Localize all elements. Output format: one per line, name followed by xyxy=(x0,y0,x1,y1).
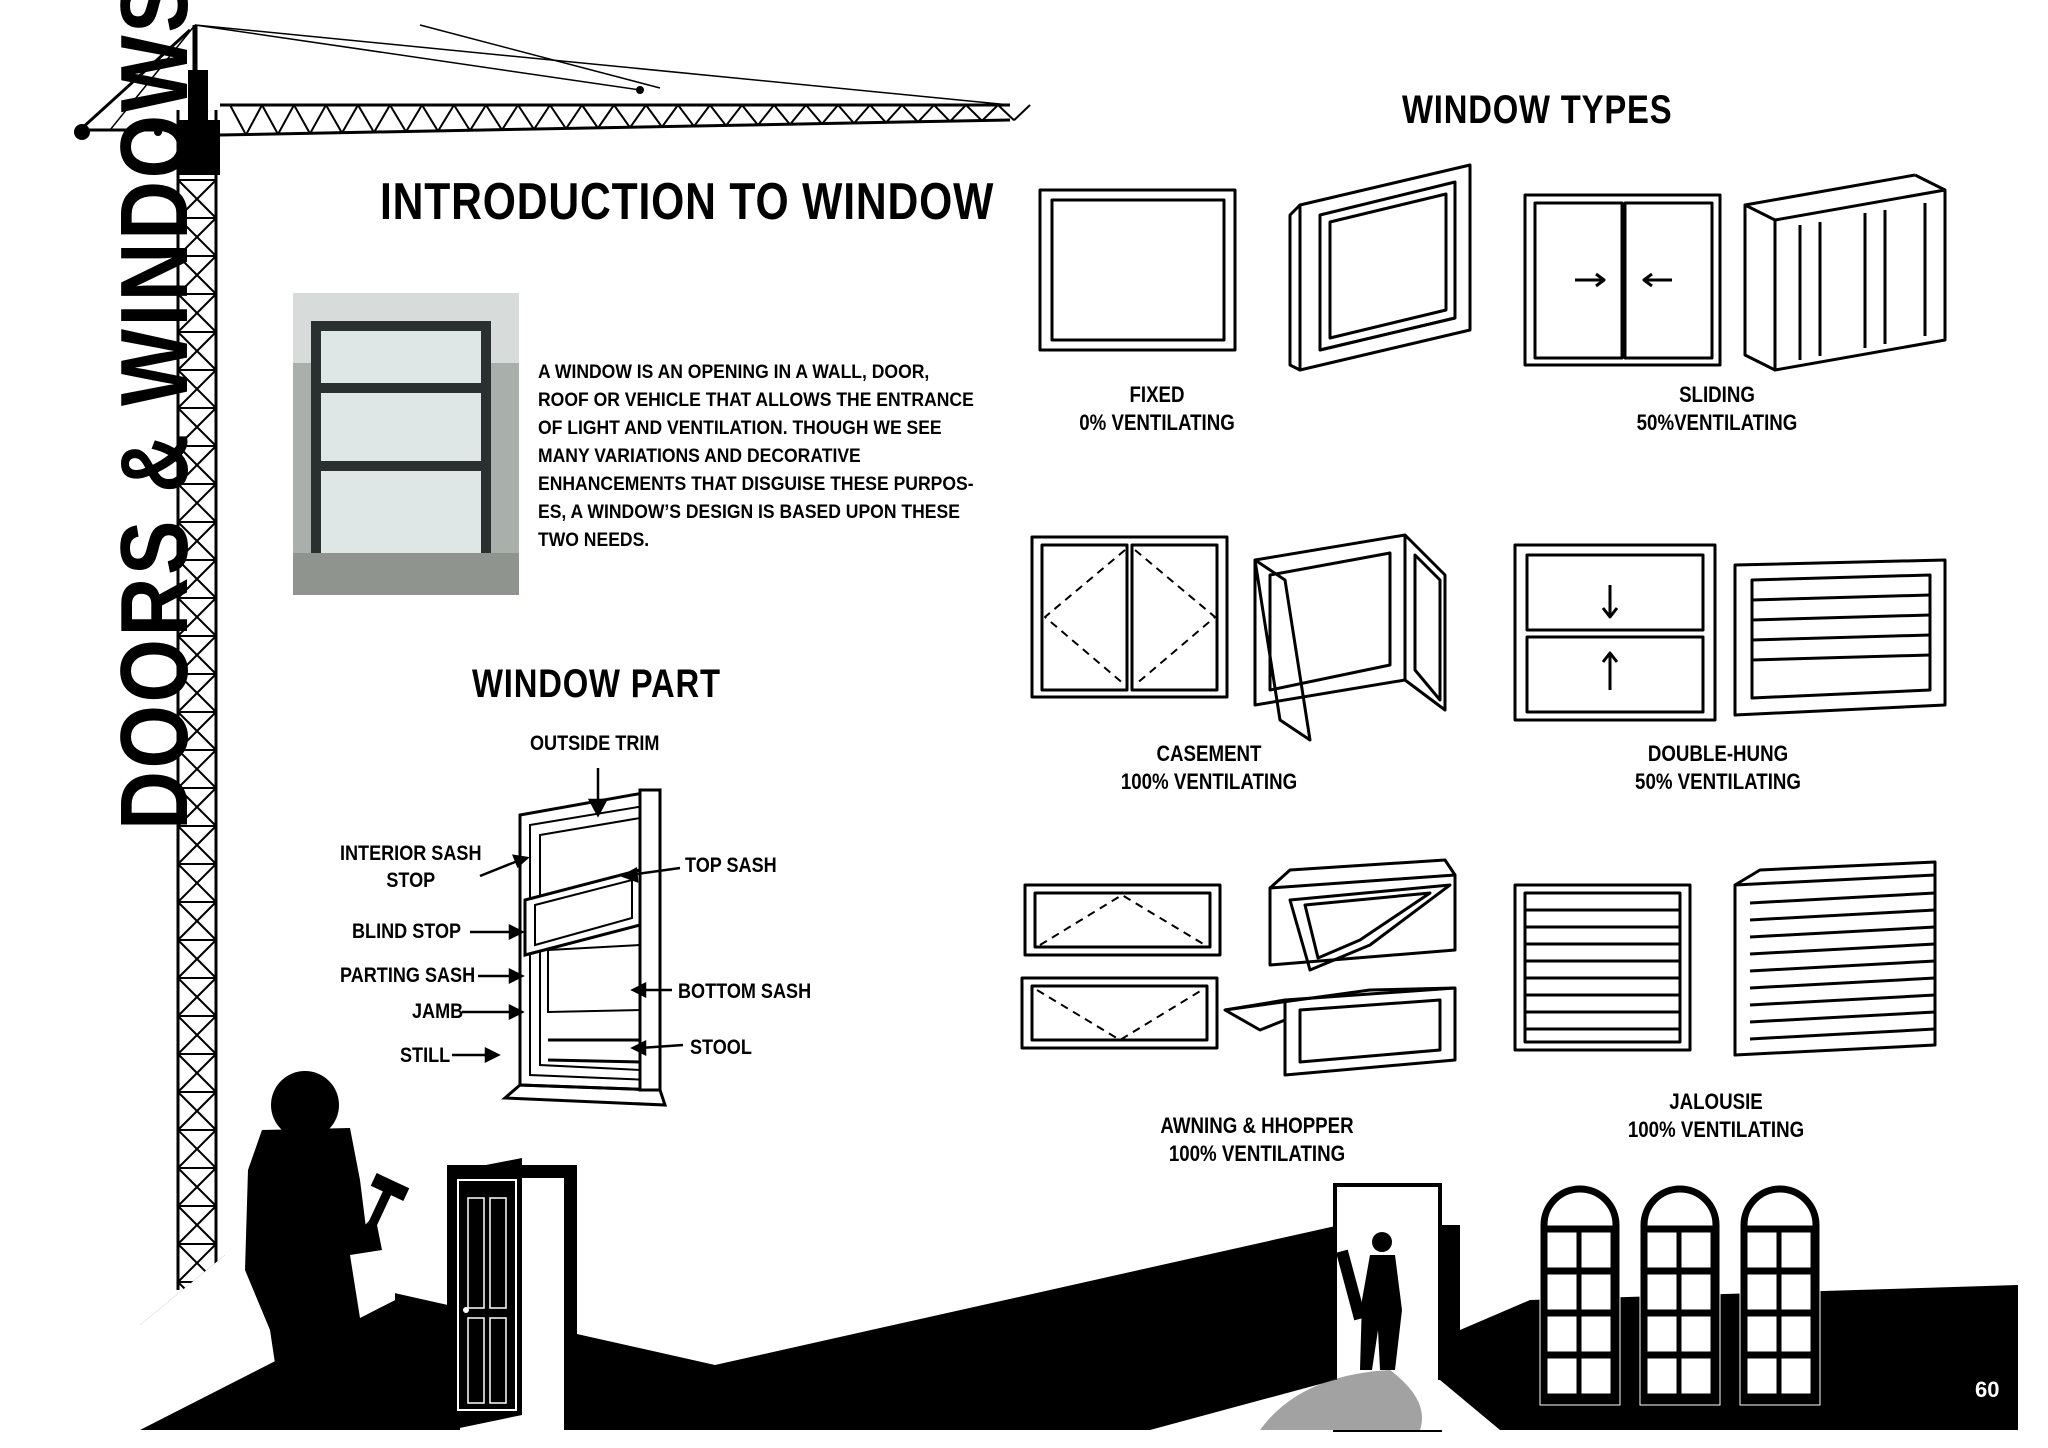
caption-awning-hopper-name: AWNING & HHOPPER xyxy=(1160,1113,1354,1138)
caption-fixed: FIXED 0% VENTILATING xyxy=(1079,381,1235,437)
caption-casement-ventilation: 100% VENTILATING xyxy=(1120,769,1298,794)
page-number: 60 xyxy=(1975,1377,2000,1402)
label-parting-sash: PARTING SASH xyxy=(340,964,476,987)
label-blind-stop: BLIND STOP xyxy=(352,920,462,943)
label-still: STILL xyxy=(400,1044,451,1067)
caption-sliding-name: SLIDING xyxy=(1679,382,1755,407)
caption-double-hung: DOUBLE-HUNG 50% VENTILATING xyxy=(1635,740,1801,796)
label-stool: STOOL xyxy=(690,1036,752,1059)
caption-double-hung-ventilation: 50% VENTILATING xyxy=(1635,769,1801,794)
intro-paragraph: A WINDOW IS AN OPENING IN A WALL, DOOR, … xyxy=(538,361,974,551)
caption-jalousie-ventilation: 100% VENTILATING xyxy=(1627,1117,1805,1142)
label-top-sash: TOP SASH xyxy=(685,854,777,877)
caption-awning-hopper: AWNING & HHOPPER 100% VENTILATING xyxy=(1160,1112,1353,1168)
caption-double-hung-name: DOUBLE-HUNG xyxy=(1647,741,1789,766)
label-jamb: JAMB xyxy=(412,1000,464,1023)
caption-sliding-ventilation: 50%VENTILATING xyxy=(1636,410,1798,435)
caption-sliding: SLIDING 50%VENTILATING xyxy=(1637,381,1798,437)
caption-casement: CASEMENT 100% VENTILATING xyxy=(1121,740,1297,796)
window-photo xyxy=(293,293,519,595)
caption-awning-hopper-ventilation: 100% VENTILATING xyxy=(1168,1141,1346,1166)
caption-jalousie-name: JALOUSIE xyxy=(1669,1089,1763,1114)
caption-jalousie: JALOUSIE 100% VENTILATING xyxy=(1628,1088,1804,1144)
window-part-title: WINDOW PART xyxy=(472,662,721,706)
intro-title: INTRODUCTION TO WINDOW xyxy=(380,173,995,231)
label-bottom-sash: BOTTOM SASH xyxy=(678,980,812,1003)
caption-casement-name: CASEMENT xyxy=(1156,741,1262,766)
label-interior-sash-stop: INTERIOR SASH STOP xyxy=(340,842,482,892)
caption-fixed-ventilation: 0% VENTILATING xyxy=(1079,410,1235,435)
label-outside-trim: OUTSIDE TRIM xyxy=(530,732,660,755)
caption-fixed-name: FIXED xyxy=(1129,382,1185,407)
window-types-title: WINDOW TYPES xyxy=(1402,88,1673,132)
